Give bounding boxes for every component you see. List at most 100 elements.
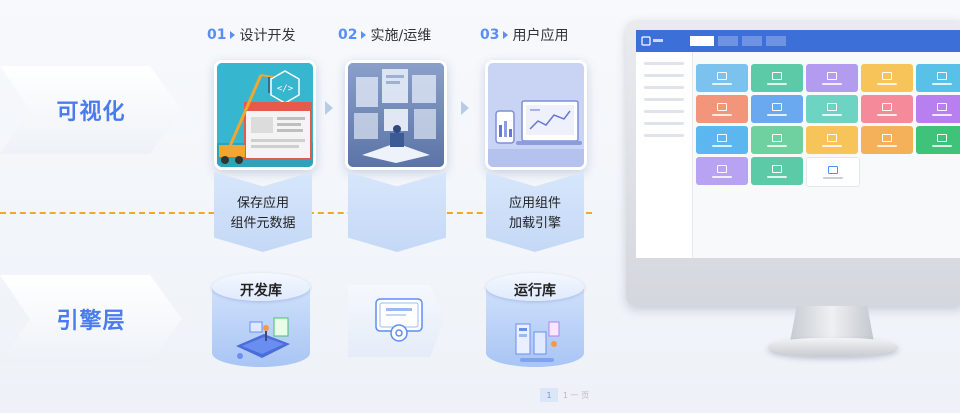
monitor-screen	[636, 30, 960, 258]
step-1-pointer-icon	[230, 31, 236, 39]
tile-app-icon	[882, 133, 892, 142]
runtime-library-label: 运行库	[514, 283, 556, 299]
load-chevron-text: 应用组件 加载引擎	[486, 194, 584, 234]
tile-app-icon	[717, 133, 727, 142]
screen-app-tile[interactable]	[751, 126, 803, 154]
screen-sidebar-item[interactable]	[644, 98, 684, 101]
tile-app-icon	[937, 102, 947, 111]
implement-operate-card	[345, 60, 447, 170]
flow-arrow-2-icon	[461, 101, 469, 115]
screen-tab-1[interactable]	[690, 36, 714, 46]
screen-app-tile[interactable]	[916, 95, 960, 123]
screen-sidebar-item[interactable]	[644, 62, 684, 65]
screen-app-tile[interactable]	[861, 95, 913, 123]
certificate-gear-icon	[375, 298, 423, 342]
tile-label	[712, 113, 732, 116]
screen-app-tile[interactable]	[806, 126, 858, 154]
design-develop-card: </>	[214, 60, 316, 170]
user-application-card	[485, 60, 587, 170]
screen-sidebar-item[interactable]	[644, 86, 684, 89]
panels-icon	[348, 63, 444, 167]
dev-screen-icon	[236, 317, 290, 359]
step-1-number: 01	[207, 27, 227, 43]
devices-icon	[488, 63, 584, 167]
screen-sidebar-item[interactable]	[644, 110, 684, 113]
tile-app-icon	[882, 71, 892, 80]
monitor-neck	[790, 306, 874, 342]
screen-app-tile[interactable]	[751, 157, 803, 185]
tile-label	[932, 82, 952, 85]
screen-app-tile[interactable]	[861, 126, 913, 154]
step-3-pointer-icon	[503, 31, 509, 39]
runtime-library-cylinder-top	[486, 273, 584, 301]
tile-label	[932, 113, 952, 116]
step-3-number: 03	[480, 27, 500, 43]
save-chevron-text: 保存应用 组件元数据	[214, 194, 312, 234]
tile-label	[712, 175, 732, 178]
tile-label	[767, 144, 787, 147]
screen-sidebar-item[interactable]	[644, 122, 684, 125]
screen-logo-icon	[641, 36, 663, 46]
flow-arrow-1-icon	[325, 101, 333, 115]
screen-sidebar	[636, 52, 693, 258]
step-1-label: 设计开发	[239, 28, 296, 44]
screen-sidebar-item[interactable]	[644, 134, 684, 137]
visual-layer-banner	[0, 66, 182, 154]
crane-icon: </>	[217, 63, 313, 167]
screen-app-tile[interactable]	[861, 64, 913, 92]
tile-label	[822, 82, 842, 85]
screen-app-tile[interactable]	[806, 95, 858, 123]
tile-app-icon	[717, 102, 727, 111]
tile-app-icon	[827, 102, 837, 111]
tile-label	[767, 175, 787, 178]
tile-app-icon	[937, 71, 947, 80]
step-3-header: 03 用户应用	[480, 25, 568, 45]
screen-tab-2[interactable]	[718, 36, 738, 46]
tile-label	[712, 82, 732, 85]
load-chevron-line-1: 应用组件	[508, 196, 561, 211]
save-chevron-line-1: 保存应用	[236, 196, 289, 211]
pager-next-page[interactable]: 1 一 页	[562, 390, 590, 400]
screen-app-tile[interactable]	[696, 126, 748, 154]
step-2-label: 实施/运维	[370, 28, 432, 44]
screen-app-tile[interactable]	[806, 64, 858, 92]
screen-tab-3[interactable]	[742, 36, 762, 46]
tile-app-icon	[772, 102, 782, 111]
screen-sidebar-item[interactable]	[644, 74, 684, 77]
engine-layer-label: 引擎层	[56, 309, 126, 334]
tile-label	[932, 144, 952, 147]
screen-app-tile[interactable]	[916, 64, 960, 92]
tile-app-icon	[827, 133, 837, 142]
screen-top-bar	[636, 30, 960, 52]
step-1-header: 01 设计开发	[207, 25, 295, 45]
tile-app-icon	[772, 133, 782, 142]
monitor-base	[768, 338, 898, 356]
screen-app-tile[interactable]	[751, 64, 803, 92]
step-2-header: 02 实施/运维	[338, 25, 431, 45]
tile-label	[877, 82, 897, 85]
middle-chevron	[348, 172, 446, 252]
svg-text:</>: </>	[277, 84, 294, 94]
screen-app-tile[interactable]	[696, 95, 748, 123]
tile-label	[877, 113, 897, 116]
tile-label	[823, 176, 843, 179]
tile-label	[712, 144, 732, 147]
dev-library-cylinder-top	[212, 273, 310, 301]
screen-tab-4[interactable]	[766, 36, 786, 46]
screen-app-tile[interactable]	[696, 64, 748, 92]
tile-app-icon	[717, 164, 727, 173]
screen-app-tile[interactable]	[806, 157, 860, 187]
tile-app-icon	[717, 71, 727, 80]
screen-app-tile[interactable]	[696, 157, 748, 185]
step-2-pointer-icon	[361, 31, 367, 39]
pager-current-page[interactable]: 1	[540, 388, 558, 402]
tile-app-icon	[882, 102, 892, 111]
dev-library-label: 开发库	[240, 283, 282, 299]
tile-label	[822, 113, 842, 116]
tile-label	[767, 82, 787, 85]
load-chevron-line-2: 加载引擎	[508, 216, 561, 231]
screen-app-tile[interactable]	[916, 126, 960, 154]
tile-app-icon	[772, 164, 782, 173]
screen-app-tile[interactable]	[751, 95, 803, 123]
tile-label	[822, 144, 842, 147]
